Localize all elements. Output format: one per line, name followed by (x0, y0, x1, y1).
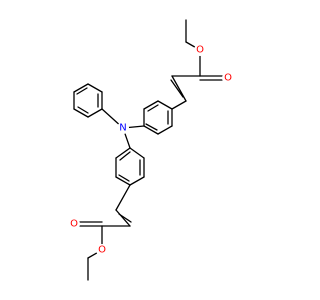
bond (119, 151, 131, 161)
molecule-structure: N O O O O (68, 19, 234, 281)
bond (147, 104, 159, 112)
bond (157, 125, 173, 135)
bond (87, 108, 103, 118)
atom-n-center: N (117, 122, 129, 134)
bond (115, 209, 131, 227)
atom-o-bottom-ester: O (96, 244, 108, 256)
atom-o-top-carbonyl: O (222, 72, 234, 84)
bond (143, 125, 159, 135)
structure-canvas: N O O O O (68, 19, 234, 281)
lower-acrylate-chain (73, 184, 132, 281)
bond (129, 176, 145, 186)
bond (87, 83, 103, 93)
upper-aryl-ring (143, 100, 173, 135)
bond (157, 100, 173, 110)
bond (143, 100, 159, 110)
bond (115, 184, 131, 211)
bond (73, 83, 89, 93)
bond (129, 147, 145, 159)
bond (118, 213, 132, 223)
atom-o-top-ester: O (194, 44, 206, 56)
bond (118, 174, 130, 182)
bond (77, 106, 89, 114)
atom-o-bottom-carbonyl: O (68, 218, 80, 230)
lower-aryl-ring (115, 147, 145, 186)
bond (115, 176, 131, 186)
bond (145, 123, 158, 131)
nitrogen-label: N (119, 123, 126, 134)
phenyl-ring (73, 83, 103, 118)
oxygen-label: O (98, 245, 106, 256)
bond (76, 87, 88, 95)
bond (171, 75, 187, 102)
oxygen-label: O (70, 219, 78, 230)
oxygen-label: O (224, 73, 232, 84)
bond (115, 147, 131, 159)
bond (170, 79, 184, 98)
bond (171, 100, 187, 110)
bond (73, 108, 89, 118)
oxygen-label: O (196, 45, 204, 56)
upper-acrylate-chain (170, 19, 229, 110)
